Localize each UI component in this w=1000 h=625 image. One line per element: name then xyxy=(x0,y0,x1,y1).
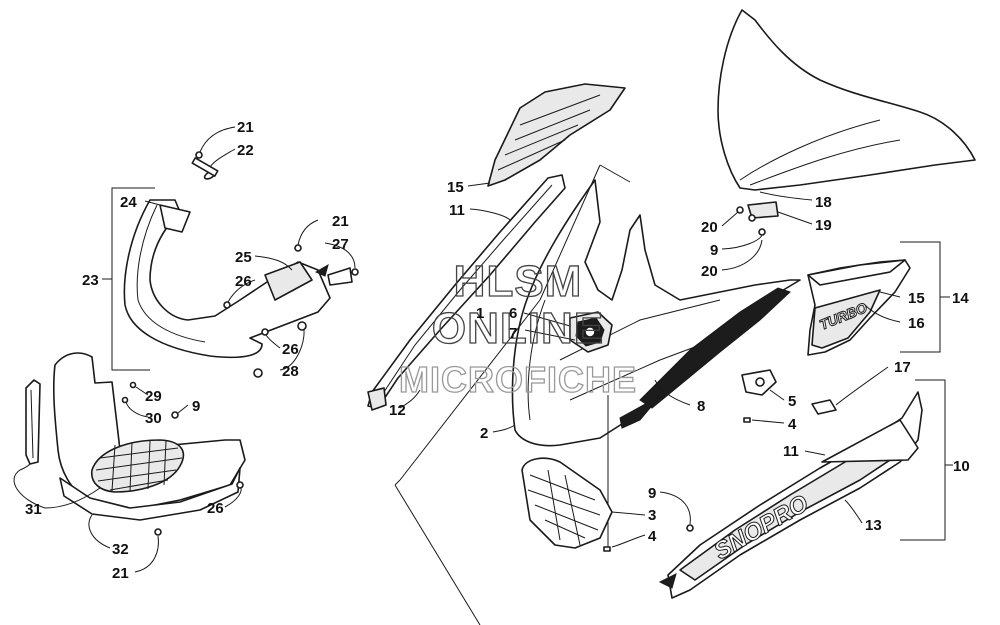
callout-20: 20 xyxy=(701,219,718,236)
reference-line-5 xyxy=(599,164,631,183)
mounting-bracket-hole xyxy=(755,377,765,387)
hood-stripe-2 xyxy=(619,395,661,429)
hood-emblem xyxy=(569,311,613,353)
callout-14: 14 xyxy=(952,290,969,307)
callout-19: 19 xyxy=(815,217,832,234)
callout-21: 21 xyxy=(237,119,254,136)
svg-text:ONLINE: ONLINE xyxy=(432,304,604,353)
nose-bezel-edge xyxy=(136,204,206,343)
callout-11: 11 xyxy=(449,202,465,219)
reference-line-2 xyxy=(394,479,401,486)
callout-11: 11 xyxy=(783,443,799,460)
reference-line-1 xyxy=(399,299,541,481)
hood-inner-edge xyxy=(527,299,546,421)
callout-28: 28 xyxy=(282,363,299,380)
windshield-hardware xyxy=(736,201,779,236)
callout-22: 22 xyxy=(237,142,254,159)
center-hardware xyxy=(603,417,751,552)
callout-12: 12 xyxy=(389,402,406,419)
side-strip-part xyxy=(25,379,41,465)
retainer-clip-part xyxy=(811,399,837,415)
callout-25: 25 xyxy=(235,249,252,266)
svg-text:HLSM: HLSM xyxy=(454,257,583,306)
windshield-shade xyxy=(739,119,901,186)
callout-2: 2 xyxy=(480,425,488,442)
callout-9: 9 xyxy=(648,485,656,502)
callout-18: 18 xyxy=(815,194,832,211)
side-rail-cap xyxy=(367,387,387,411)
reference-line-4 xyxy=(539,164,601,301)
grille-mesh xyxy=(95,440,183,492)
callout-1: 1 xyxy=(476,305,484,322)
callout-20: 20 xyxy=(701,263,718,280)
upper-vent-part xyxy=(487,83,626,187)
side-rail-inner xyxy=(379,184,553,399)
callout-26: 26 xyxy=(207,500,224,517)
callout-labels: 21 22 24 23 25 26 21 27 26 28 29 30 9 31… xyxy=(25,119,970,582)
hood-panel-part xyxy=(511,179,801,447)
callout-9: 9 xyxy=(192,398,200,415)
callout-31: 31 xyxy=(25,501,42,518)
callout-4: 4 xyxy=(648,528,657,545)
callout-21: 21 xyxy=(332,213,349,230)
callout-4: 4 xyxy=(788,416,797,433)
callout-13: 13 xyxy=(865,517,882,534)
reference-line-3 xyxy=(394,484,481,625)
windshield-part xyxy=(717,9,976,191)
callout-26: 26 xyxy=(282,341,299,358)
hood-stripe-decal xyxy=(639,287,791,409)
callout-10: 10 xyxy=(953,458,970,475)
nose-bezel-part xyxy=(123,199,331,359)
callout-23: 23 xyxy=(82,272,99,289)
side-rail-part xyxy=(367,174,566,409)
callout-24: 24 xyxy=(120,194,137,211)
callout-27: 27 xyxy=(332,236,349,253)
callout-8: 8 xyxy=(697,398,705,415)
headlight-lens-lines xyxy=(527,469,601,546)
nose-bezel-tab xyxy=(159,204,191,233)
callout-26: 26 xyxy=(235,273,252,290)
callout-29: 29 xyxy=(145,388,162,405)
callout-5: 5 xyxy=(788,393,796,410)
left-hardware xyxy=(121,151,359,536)
callout-15: 15 xyxy=(447,179,464,196)
callout-32: 32 xyxy=(112,541,129,558)
side-panel-top xyxy=(807,259,906,286)
side-strip-line xyxy=(30,389,34,459)
upper-vent-slats xyxy=(497,94,601,171)
callout-15: 15 xyxy=(908,290,925,307)
side-panel-inset xyxy=(811,289,881,349)
callout-17: 17 xyxy=(894,359,911,376)
callout-16: 16 xyxy=(908,315,925,332)
leader-lines xyxy=(13,126,901,573)
callout-7: 7 xyxy=(509,325,517,342)
lower-panel-arrow xyxy=(658,573,677,589)
callout-9: 9 xyxy=(710,242,718,259)
lower-nose-skirt xyxy=(59,467,241,521)
callout-6: 6 xyxy=(509,305,517,322)
callout-21: 21 xyxy=(112,565,129,582)
watermark: HLSM ONLINE MICROFICHE xyxy=(398,256,637,400)
callout-30: 30 xyxy=(145,410,162,427)
callout-3: 3 xyxy=(648,507,656,524)
svg-text:MICROFICHE: MICROFICHE xyxy=(399,359,637,400)
group-brackets xyxy=(102,187,953,541)
lower-side-trim xyxy=(821,419,919,463)
